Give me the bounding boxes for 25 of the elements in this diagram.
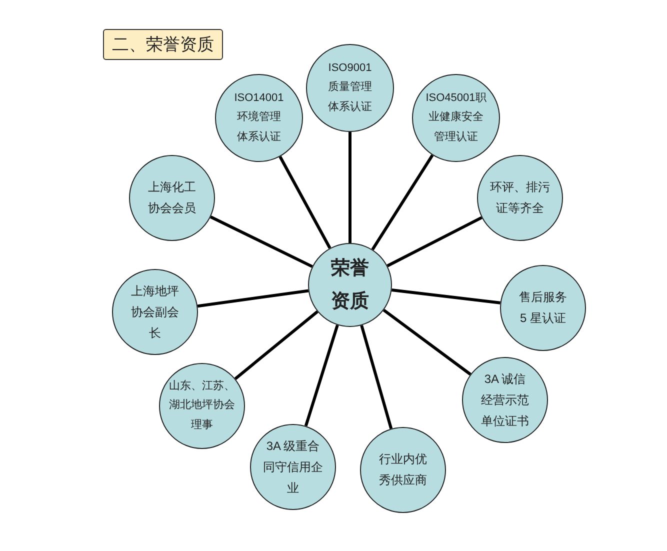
connector-line <box>392 288 500 304</box>
node-label: 3A 级重合同守信用企业 <box>262 438 324 496</box>
node-label: ISO9001质量管理体系认证 <box>327 61 373 115</box>
node-label: 荣誉资质 <box>330 256 370 314</box>
hub-circle <box>308 243 392 327</box>
connector-line <box>371 154 434 250</box>
node-label: 山东、江苏、湖北地坪协会理事 <box>168 378 236 433</box>
connector-line <box>360 324 393 430</box>
connector-line <box>382 308 472 376</box>
node-label: 上海化工协会会员 <box>147 179 197 217</box>
connector-line <box>348 132 352 243</box>
node-label: 环评、排污证等齐全 <box>489 179 551 217</box>
connector-line <box>234 310 318 380</box>
connector-line <box>210 216 313 268</box>
connector-line <box>197 289 309 308</box>
node-label: 3A 诚信经营示范单位证书 <box>480 370 530 430</box>
node-label: 上海地坪协会副会长 <box>130 282 180 342</box>
node-label: ISO14001环境管理体系认证 <box>233 91 285 145</box>
connector-line <box>386 216 482 268</box>
node-label: ISO45001职业健康安全管理认证 <box>424 91 488 145</box>
node-label: 售后服务5 星认证 <box>518 289 568 327</box>
connector-line <box>278 156 332 249</box>
node-label: 行业内优秀供应商 <box>378 451 428 489</box>
title-label: 二、荣誉资质 <box>103 29 223 60</box>
connector-line <box>304 324 339 426</box>
